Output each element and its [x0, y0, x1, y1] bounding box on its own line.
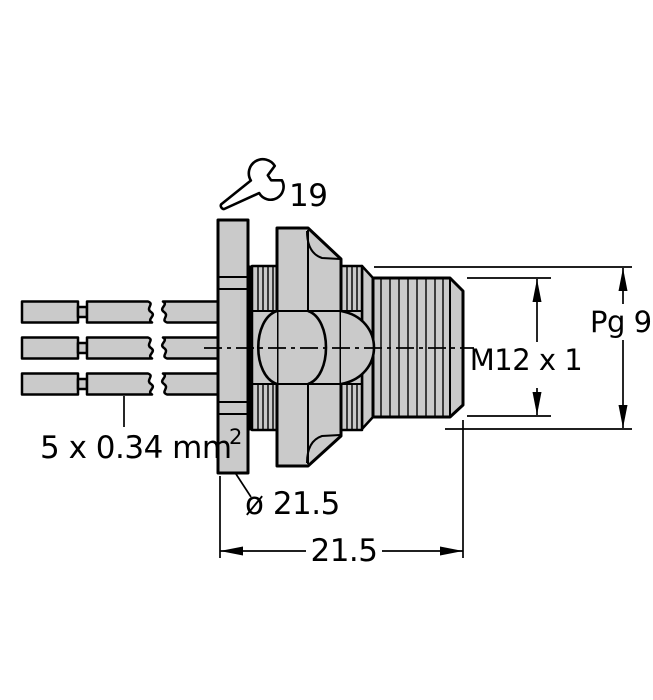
conductor-spec-label: 5 x 0.34 mm: [40, 430, 232, 466]
wrench-size-label: 19: [289, 178, 327, 214]
rear-ball-arc: [257, 309, 278, 386]
diameter-leader-line: [235, 473, 252, 498]
arrowhead-up: [618, 268, 628, 291]
wire-lead: [20, 372, 222, 396]
thread-dimension: M12 x 1: [467, 277, 583, 417]
connector-body: [20, 218, 474, 475]
arrowhead-down: [532, 392, 542, 415]
arrowhead-right: [440, 546, 463, 556]
wire-lead: [20, 336, 222, 360]
wire-lead: [20, 300, 222, 324]
conductor-spec-callout: 5 x 0.34 mm 2: [40, 396, 242, 466]
thread-barrel: [371, 276, 465, 419]
wrench-size-callout: 19: [219, 157, 328, 214]
flange-plate: [216, 218, 250, 475]
conductor-spec-exponent: 2: [229, 425, 242, 449]
wrench-icon: [219, 157, 285, 211]
flange-diameter-callout: ø 21.5: [235, 473, 340, 522]
arrowhead-up: [532, 279, 542, 302]
thread-spec-label: M12 x 1: [470, 343, 582, 377]
overall-length-dimension: 21.5: [219, 420, 464, 569]
overall-length-label: 21.5: [310, 533, 377, 569]
back-thread-dimension: Pg 9: [374, 266, 652, 430]
flange-diameter-label: ø 21.5: [245, 486, 340, 522]
arrowhead-down: [618, 405, 628, 428]
arrowhead-left: [220, 546, 243, 556]
back-thread-spec-label: Pg 9: [590, 305, 652, 339]
wire-leads: [20, 300, 222, 396]
